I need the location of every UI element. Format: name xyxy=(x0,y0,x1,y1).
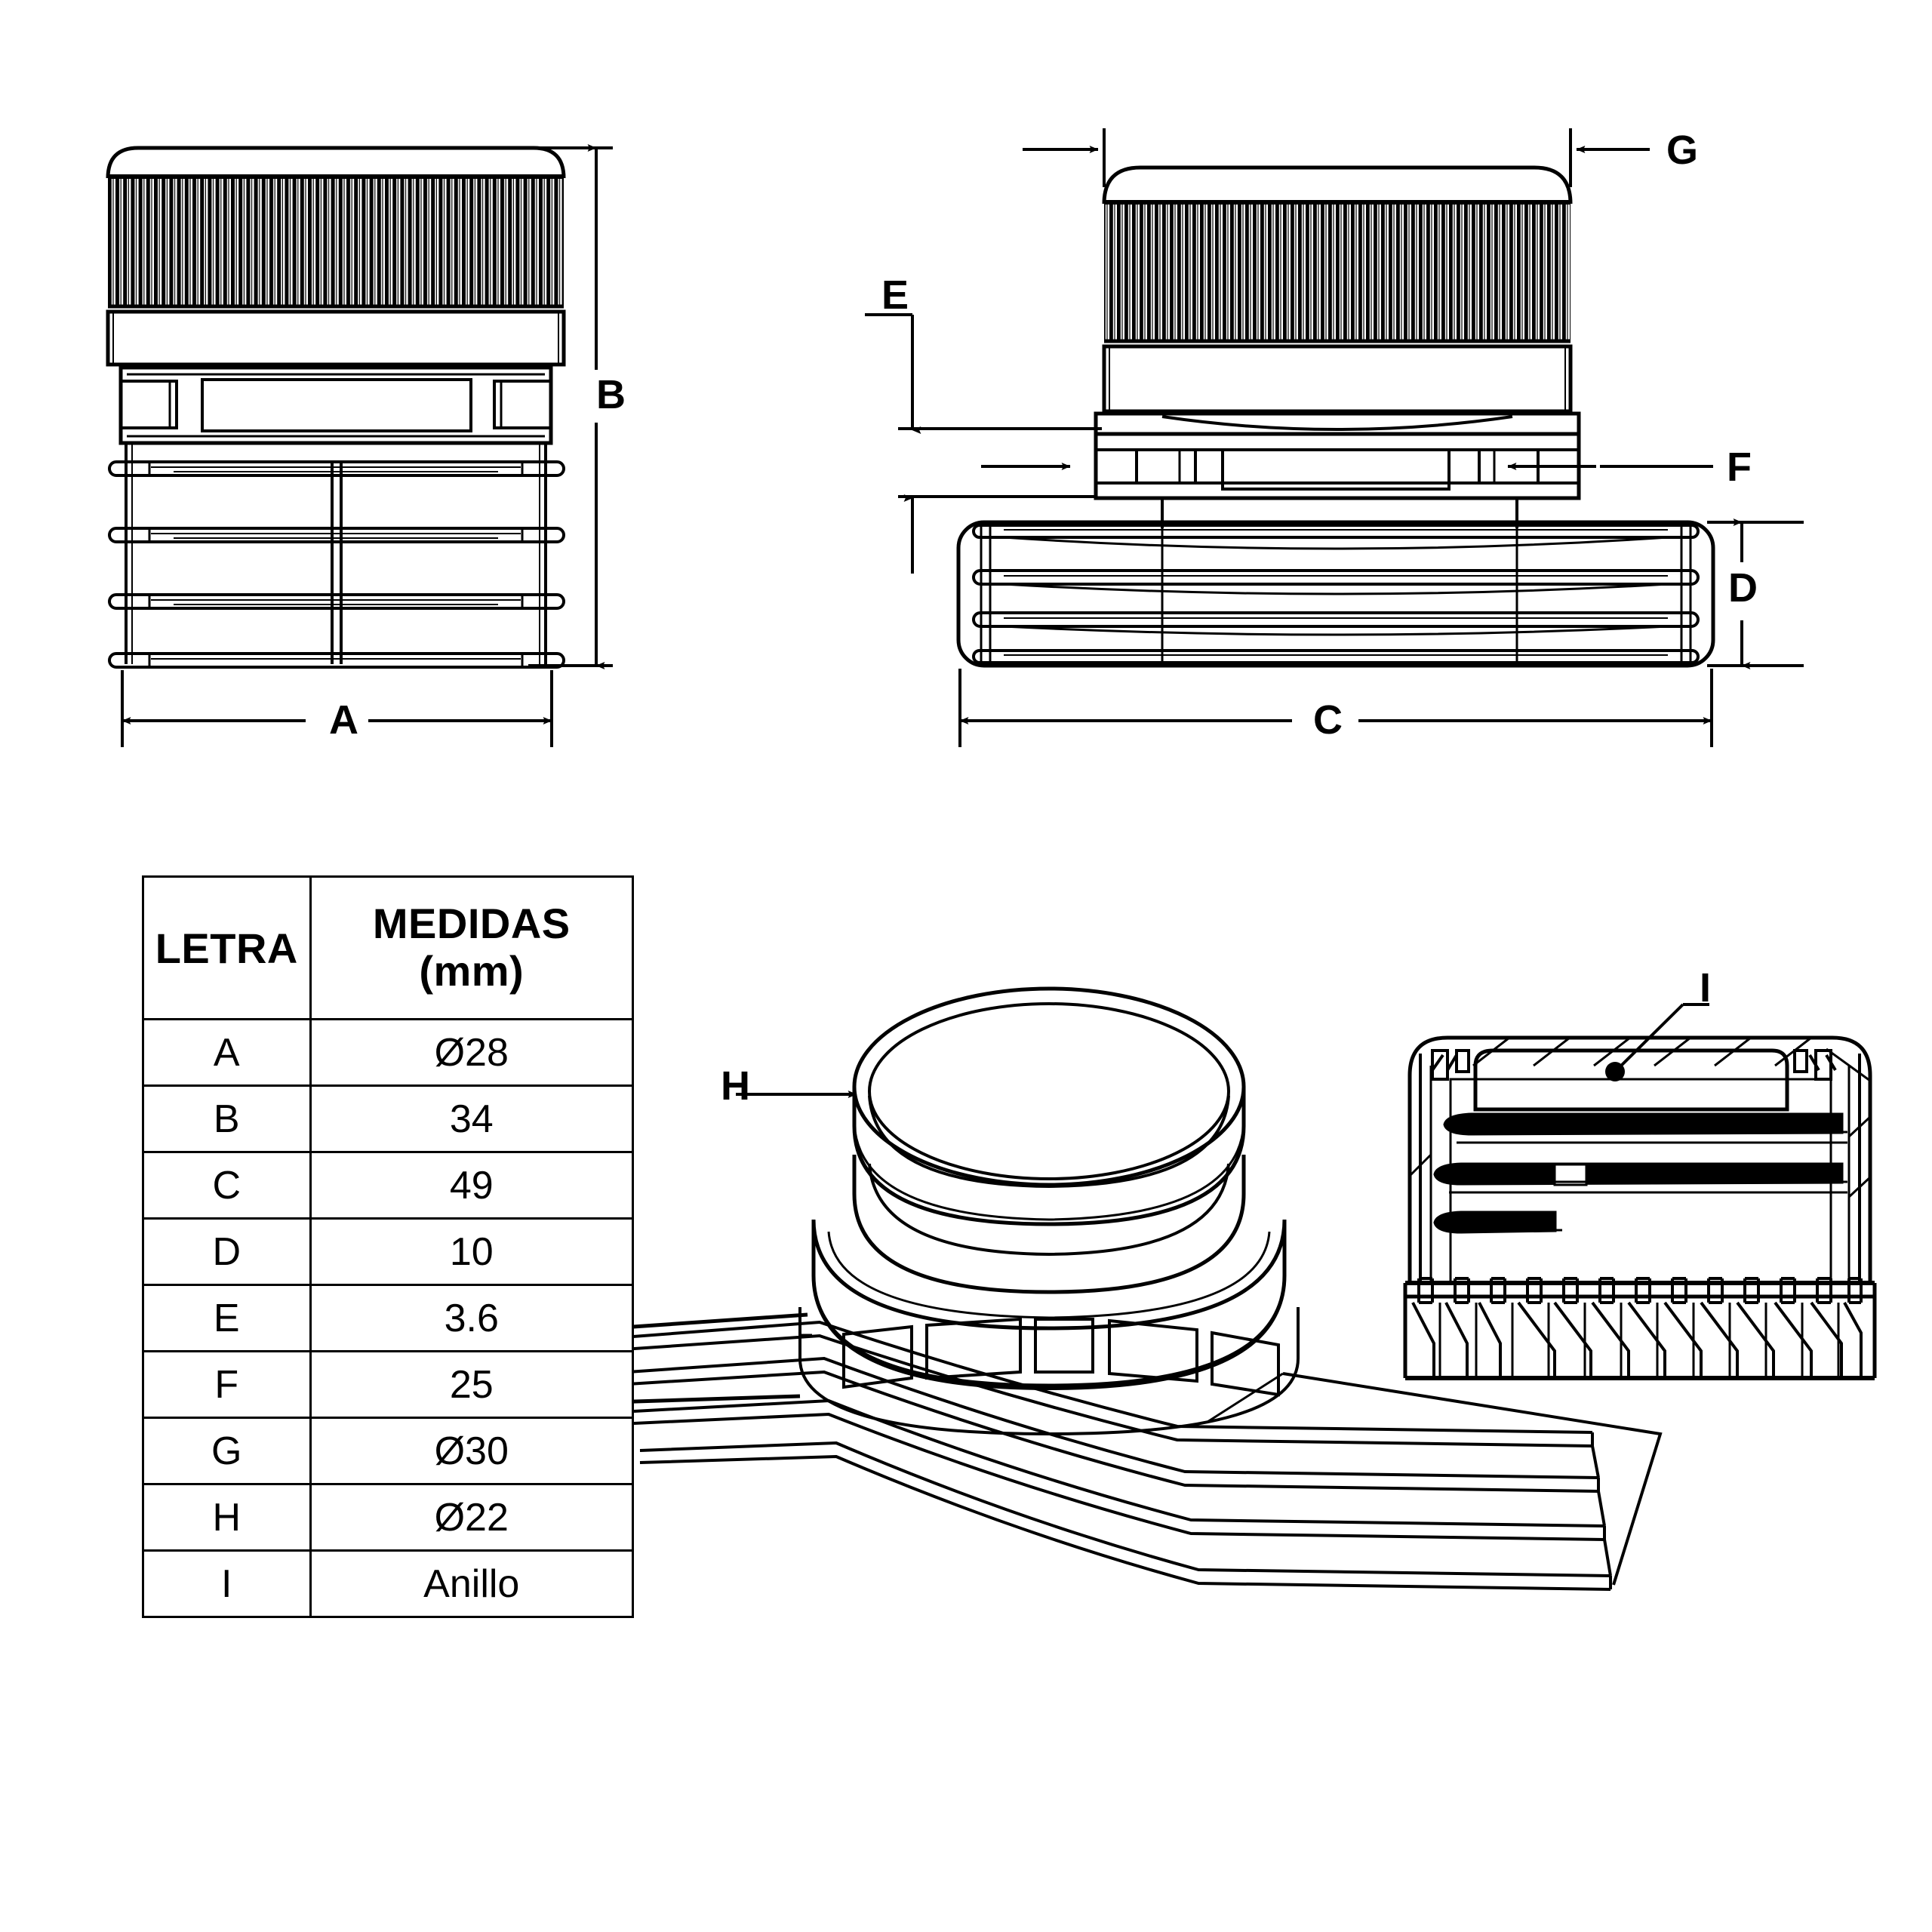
row-value: 25 xyxy=(309,1350,635,1419)
dimension-label-B: B xyxy=(596,372,626,417)
row-letter: E xyxy=(142,1284,312,1352)
front-view-geometry xyxy=(106,146,566,669)
dimension-label-F: F xyxy=(1727,445,1752,490)
measurements-table: LETRA MEDIDAS (mm) A Ø28 B 34 C 49 D 10 … xyxy=(142,875,635,1618)
row-letter: I xyxy=(142,1549,312,1618)
table-row: I Anillo xyxy=(142,1549,635,1618)
dimension-B xyxy=(528,144,613,669)
row-letter: B xyxy=(142,1084,312,1153)
dimension-A xyxy=(121,670,553,747)
row-letter: A xyxy=(142,1018,312,1087)
dimension-label-H: H xyxy=(721,1063,750,1109)
table-body: A Ø28 B 34 C 49 D 10 E 3.6 F 25 G Ø30 H xyxy=(142,1018,635,1618)
table-row: G Ø30 xyxy=(142,1417,635,1485)
row-value: Ø22 xyxy=(309,1483,635,1552)
dimension-label-C: C xyxy=(1313,697,1343,743)
row-letter: C xyxy=(142,1151,312,1220)
header-letter: LETRA xyxy=(142,875,312,1020)
dimension-G xyxy=(1023,128,1650,187)
cap-interior-geometry xyxy=(1403,1035,1877,1380)
dimension-label-A: A xyxy=(329,697,358,743)
table-row: D 10 xyxy=(142,1217,635,1286)
row-value: Anillo xyxy=(309,1549,635,1618)
header-measures: MEDIDAS (mm) xyxy=(309,875,635,1020)
dimension-C xyxy=(958,669,1713,747)
table-row: E 3.6 xyxy=(142,1284,635,1352)
dimension-label-I: I xyxy=(1700,965,1712,1011)
header-measures-line1: MEDIDAS xyxy=(372,900,571,948)
side-view-geometry xyxy=(956,165,1715,668)
dimension-label-E: E xyxy=(881,272,909,318)
table-row: F 25 xyxy=(142,1350,635,1419)
row-value: 10 xyxy=(309,1217,635,1286)
table-row: B 34 xyxy=(142,1084,635,1153)
table-row: A Ø28 xyxy=(142,1018,635,1087)
table-row: C 49 xyxy=(142,1151,635,1220)
row-value: 34 xyxy=(309,1084,635,1153)
dimension-label-G: G xyxy=(1666,128,1699,173)
row-value: 49 xyxy=(309,1151,635,1220)
dimension-I xyxy=(1605,1003,1709,1081)
row-letter: G xyxy=(142,1417,312,1485)
table-header-row: LETRA MEDIDAS (mm) xyxy=(142,875,635,1020)
row-letter: F xyxy=(142,1350,312,1419)
row-value: Ø30 xyxy=(309,1417,635,1485)
row-value: Ø28 xyxy=(309,1018,635,1087)
dimension-E xyxy=(865,313,1102,574)
row-letter: D xyxy=(142,1217,312,1286)
row-value: 3.6 xyxy=(309,1284,635,1352)
row-letter: H xyxy=(142,1483,312,1552)
iso-neck-geometry xyxy=(594,986,1663,1591)
dimension-D xyxy=(1707,518,1804,669)
dimension-label-D: D xyxy=(1728,565,1758,611)
header-measures-line2: (mm) xyxy=(419,947,525,995)
table-row: H Ø22 xyxy=(142,1483,635,1552)
